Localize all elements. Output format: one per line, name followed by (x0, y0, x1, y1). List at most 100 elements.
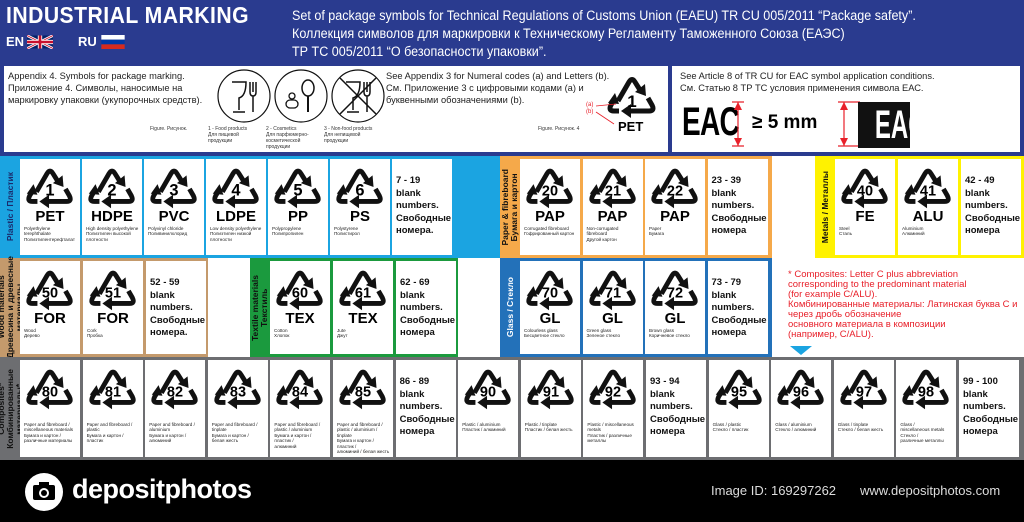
material-description: Jute Джут (337, 328, 348, 339)
blank-numbers-cell[interactable]: 62 - 69 blank numbers. Свободные номера (396, 261, 456, 354)
group-label: Plastic / Пластик (0, 156, 20, 258)
material-abbr: PVC (158, 208, 190, 225)
symbol-caption: 1 - Food products Для пищевой продукции (208, 126, 248, 144)
material-description: Glass / tinplate Стекло / белая жесть (837, 422, 884, 433)
recycle-icon: 72 (646, 263, 704, 313)
material-description: Plastic / aluminium Пластик / алюминий (462, 422, 506, 433)
recycle-icon: 4 (207, 161, 265, 211)
blank-numbers-cell[interactable]: 93 - 94 blank numbers. Свободные номера (646, 360, 706, 457)
blank-numbers-text: 23 - 39 blank numbers. Свободные номера (711, 175, 767, 236)
blank-numbers-text: 93 - 94 blank numbers. Свободные номера (650, 376, 706, 437)
group-label: Glass / Стекло (500, 258, 520, 357)
recycle-icon: 6 (331, 161, 389, 211)
material-description: Low density polyethylene Полиэтилен низк… (210, 226, 262, 242)
blank-numbers-cell[interactable]: 42 - 49 blank numbers. Свободные номера (961, 159, 1021, 255)
material-description: Green glass Зеленое стекло (586, 328, 621, 339)
blank-numbers-cell[interactable]: 52 - 59 blank numbers. Свободные номера. (146, 261, 206, 354)
material-description: Paper and fibreboard / plastic / alumini… (337, 422, 390, 455)
recycle-icon: 40 (836, 161, 894, 211)
blank-numbers-cell[interactable]: 23 - 39 blank numbers. Свободные номера (707, 159, 768, 255)
camera-logo-icon (25, 473, 63, 511)
blank-numbers-cell[interactable]: 7 - 19 blank numbers. Свободные номера. (392, 159, 452, 255)
image-id: Image ID: 169297262 (711, 483, 837, 498)
brand-name[interactable]: depositphotos (72, 474, 252, 504)
recycle-icon: 91 (522, 362, 580, 412)
material-code: 60 (292, 286, 308, 302)
group-label: Composites* Комбинированные материалы* (0, 357, 24, 460)
blank-numbers-cell[interactable]: 73 - 79 blank numbers. Свободные номера (707, 261, 768, 354)
material-code: 91 (543, 385, 559, 401)
figure-label: Figure. Рисунок. (150, 126, 188, 132)
blank-numbers-cell[interactable]: 86 - 89 blank numbers. Свободные номера (395, 360, 456, 457)
recycle-icon: 83 (209, 362, 267, 412)
subtitle-line: ТР ТС 005/2011 “О безопасности упаковки”… (292, 44, 547, 59)
material-code: 92 (605, 385, 621, 401)
lang-ru[interactable]: RU (78, 34, 126, 49)
blank-numbers-text: 86 - 89 blank numbers. Свободные номера (399, 376, 455, 437)
material-abbr: FOR (97, 310, 129, 327)
material-description: Glass / aluminium Стекло / алюминий (775, 422, 817, 433)
recycle-icon: 80 (21, 362, 79, 412)
blank-numbers-text: 52 - 59 blank numbers. Свободные номера. (150, 277, 206, 338)
material-code: 6 (355, 182, 364, 200)
recycle-icon: 21 (584, 161, 642, 211)
site-url[interactable]: www.depositphotos.com (860, 483, 1001, 498)
recycle-icon: 60 (271, 263, 329, 313)
blank-numbers-text: 7 - 19 blank numbers. Свободные номера. (396, 175, 452, 236)
recycle-icon: 96 (772, 362, 830, 412)
blank-numbers-cell[interactable]: 99 - 100 blank numbers. Свободные номера (959, 360, 1019, 457)
arrow-down-icon (790, 346, 812, 355)
lang-en[interactable]: EN (6, 34, 54, 49)
material-code: 90 (480, 385, 496, 401)
text-line: буквенными обозначениями (b). (386, 95, 525, 105)
material-abbr: GL (664, 310, 686, 327)
material-description: Polypropylene Полипропилен (272, 226, 304, 237)
material-abbr: GL (539, 310, 561, 327)
wood-group: Wood materials Древесина и древесные мат… (0, 256, 208, 359)
recycle-icon: 70 (521, 263, 579, 313)
material-code: 20 (542, 184, 558, 200)
food-icon (217, 69, 271, 123)
lang-en-label: EN (6, 34, 25, 49)
text-line: См. Статью 8 ТР ТС условия применения си… (680, 83, 924, 93)
material-code: 21 (604, 184, 620, 200)
material-description: Corrugated fibreboard Гофрированный карт… (524, 226, 575, 237)
group-label: Metals / Металлы (815, 156, 835, 258)
material-abbr: ALU (912, 208, 944, 225)
